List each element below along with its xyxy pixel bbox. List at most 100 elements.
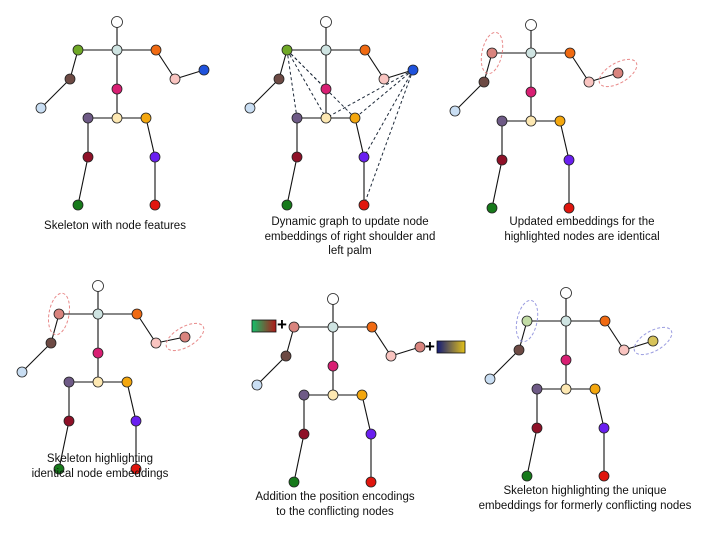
joint-right-hand: [251, 379, 263, 391]
joint-right-foot: [72, 199, 84, 211]
joint-neck: [560, 315, 572, 327]
joint-left-shoulder: [564, 47, 576, 59]
joint-left-elbow: [169, 73, 181, 85]
joint-neck: [320, 44, 332, 56]
joint-right-elbow: [273, 73, 285, 85]
joint-head: [525, 19, 537, 31]
joint-right-hip: [298, 389, 310, 401]
joint-left-knee: [365, 428, 377, 440]
joint-right-foot: [521, 470, 533, 482]
dynamic-edge-left-hand-left-foot: [363, 69, 414, 206]
joint-neck: [525, 47, 537, 59]
joint-left-shoulder: [150, 44, 162, 56]
joint-right-foot: [486, 202, 498, 214]
bone-left-shoulder-left-elbow: [364, 49, 385, 80]
joint-pelvis: [320, 112, 332, 124]
highlight-ellipse-left-hand: [598, 58, 638, 88]
position-encoding-bar-right-shoulder: [251, 319, 277, 333]
joint-right-knee: [63, 415, 75, 427]
joint-left-hip: [356, 389, 368, 401]
joint-head: [320, 16, 332, 28]
highlight-ellipse-right-shoulder: [480, 31, 504, 75]
joint-spine: [327, 360, 339, 372]
joint-left-hand: [414, 341, 426, 353]
joint-right-knee: [298, 428, 310, 440]
bone-left-hip-left-knee: [361, 394, 372, 435]
joint-right-hand: [484, 373, 496, 385]
dynamic-edge-right-shoulder-right-hip: [286, 49, 298, 119]
joint-left-foot: [149, 199, 161, 211]
bone-right-knee-right-foot: [58, 420, 70, 470]
joint-left-hip: [554, 115, 566, 127]
joint-left-hip: [140, 112, 152, 124]
joint-right-hand: [35, 102, 47, 114]
bone-left-shoulder-left-elbow: [155, 49, 176, 80]
joint-left-hand: [407, 64, 419, 76]
caption-skeleton-node-features: Skeleton with node features: [44, 220, 186, 232]
joint-left-knee: [130, 415, 142, 427]
joint-pelvis: [111, 112, 123, 124]
joint-left-shoulder: [131, 308, 143, 320]
skeleton-panel-6: [484, 287, 673, 482]
bone-left-shoulder-left-elbow: [136, 313, 157, 344]
skeleton-panel-4: [16, 280, 205, 475]
joint-left-hand: [179, 331, 191, 343]
joint-left-hand: [198, 64, 210, 76]
joint-right-foot: [53, 463, 65, 475]
joint-left-foot: [563, 202, 575, 214]
bone-left-hip-left-knee: [559, 120, 570, 161]
dynamic-edge-left-hand-pelvis: [325, 69, 414, 119]
joint-right-shoulder: [521, 315, 533, 327]
joint-head: [92, 280, 104, 292]
joint-right-elbow: [280, 350, 292, 362]
joint-spine: [320, 83, 332, 95]
joint-left-elbow: [583, 76, 595, 88]
joint-pelvis: [327, 389, 339, 401]
bone-right-knee-right-foot: [491, 159, 503, 209]
joint-pelvis: [560, 383, 572, 395]
joint-left-shoulder: [366, 321, 378, 333]
bone-left-shoulder-left-elbow: [371, 326, 392, 357]
bone-right-elbow-right-hand: [256, 355, 287, 386]
caption-updated-embeddings: Updated embeddings for the highlighted n…: [504, 216, 660, 243]
bone-right-knee-right-foot: [526, 427, 538, 477]
joint-spine: [560, 354, 572, 366]
joint-right-hip: [531, 383, 543, 395]
joint-head: [327, 293, 339, 305]
bone-right-elbow-right-hand: [454, 81, 485, 112]
plus-sign-left: +: [277, 315, 287, 334]
bone-left-hip-left-knee: [145, 117, 156, 158]
joint-right-shoulder: [281, 44, 293, 56]
caption-dynamic-graph: Dynamic graph to update node embeddings …: [264, 216, 436, 257]
bone-right-elbow-right-hand: [21, 342, 52, 373]
joint-right-hip: [63, 376, 75, 388]
highlight-ellipse-left-hand: [633, 326, 673, 356]
joint-left-foot: [598, 470, 610, 482]
joint-left-foot: [130, 463, 142, 475]
joint-right-shoulder: [53, 308, 65, 320]
joint-pelvis: [92, 376, 104, 388]
joint-head: [560, 287, 572, 299]
joint-right-elbow: [64, 73, 76, 85]
joint-left-elbow: [618, 344, 630, 356]
joint-right-knee: [291, 151, 303, 163]
joint-neck: [111, 44, 123, 56]
joint-left-hip: [349, 112, 361, 124]
joint-right-hand: [449, 105, 461, 117]
joint-left-knee: [563, 154, 575, 166]
joint-spine: [111, 83, 123, 95]
bone-left-shoulder-left-elbow: [604, 320, 625, 351]
bone-right-elbow-right-hand: [249, 78, 280, 109]
joint-right-elbow: [513, 344, 525, 356]
skeleton-panel-2: [244, 16, 419, 211]
highlight-ellipse-right-shoulder: [515, 299, 539, 343]
joint-right-hand: [244, 102, 256, 114]
skeleton-panel-3: [449, 19, 638, 214]
joint-right-hand: [16, 366, 28, 378]
bone-left-shoulder-left-elbow: [569, 52, 590, 83]
joint-right-knee: [496, 154, 508, 166]
joint-right-shoulder: [288, 321, 300, 333]
highlight-ellipse-right-shoulder: [47, 292, 71, 336]
joint-neck: [92, 308, 104, 320]
joint-right-hip: [82, 112, 94, 124]
